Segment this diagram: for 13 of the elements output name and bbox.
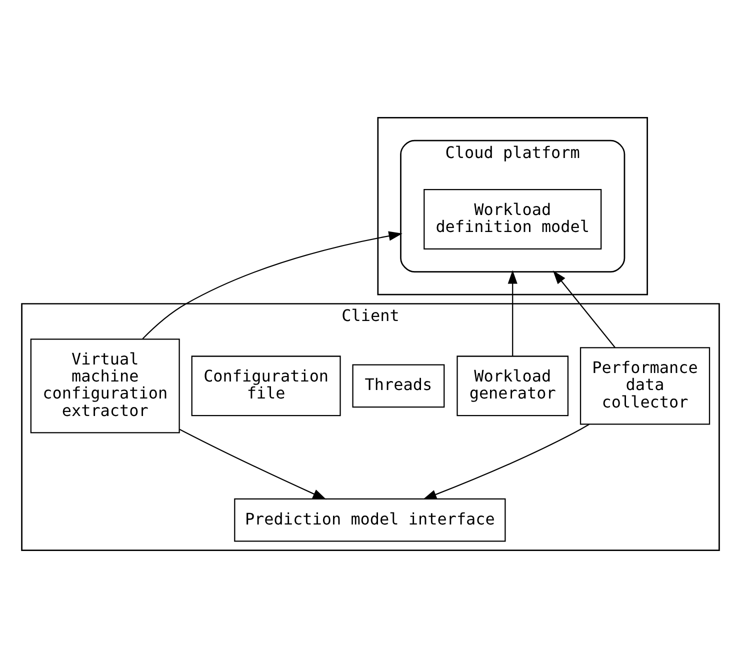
node-box: Prediction model interface bbox=[234, 498, 506, 542]
arrow bbox=[508, 270, 518, 356]
node-box: Threads bbox=[352, 364, 445, 408]
arrow bbox=[552, 270, 616, 348]
arrow bbox=[179, 428, 326, 500]
node-box: Workload definition model bbox=[424, 189, 602, 250]
node-box: Performance data collector bbox=[580, 347, 710, 425]
node-box: Configuration file bbox=[191, 356, 341, 416]
node-box: Virtual machine configuration extractor bbox=[30, 338, 180, 434]
cluster bbox=[377, 117, 648, 296]
arrow bbox=[142, 231, 402, 340]
node-box: Workload generator bbox=[456, 356, 569, 416]
arrow bbox=[422, 424, 590, 500]
